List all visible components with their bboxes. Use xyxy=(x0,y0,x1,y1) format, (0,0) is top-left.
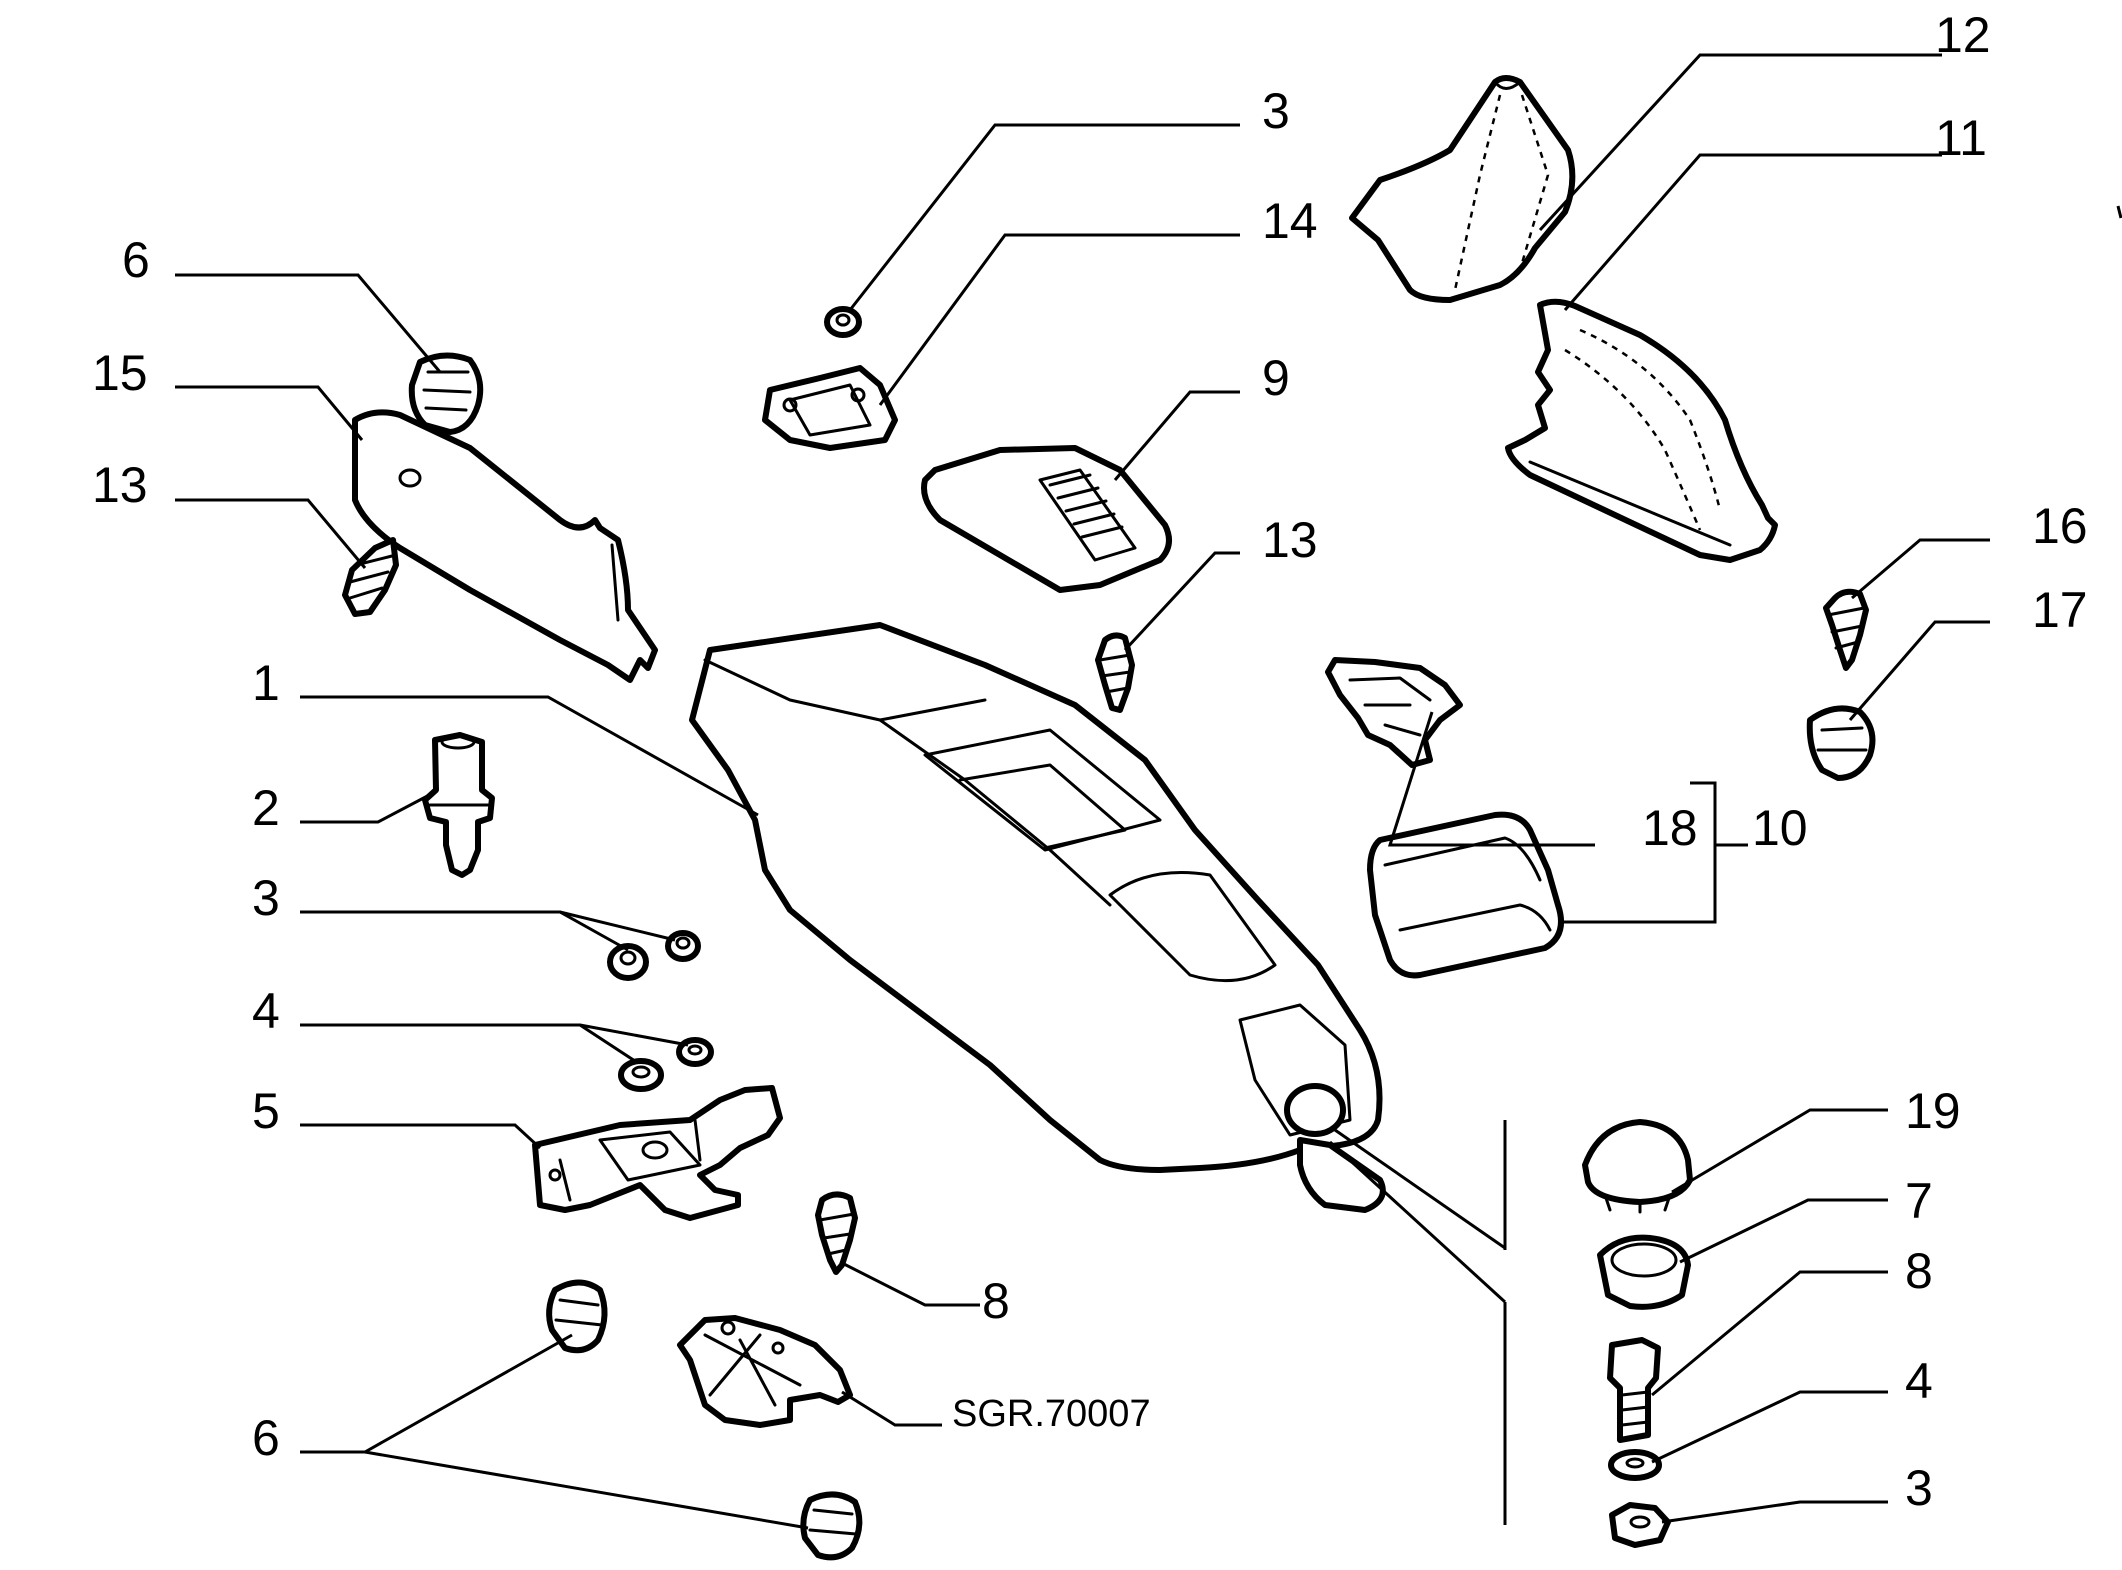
part-clip-6-lower-a xyxy=(546,1279,608,1354)
leader-13-left xyxy=(175,498,367,569)
label-5: 5 xyxy=(252,1083,280,1139)
label-16: 16 xyxy=(2032,498,2088,554)
label-10: 10 xyxy=(1752,800,1808,856)
leader-console-link-a xyxy=(1334,1128,1506,1250)
leader-19 xyxy=(1671,1108,1888,1194)
part-nut-top xyxy=(824,306,862,338)
label-13-left: 13 xyxy=(92,457,148,513)
label-8-center: 8 xyxy=(982,1273,1010,1329)
label-9: 9 xyxy=(1262,350,1290,406)
leader-9 xyxy=(1113,390,1240,481)
leader-6-bottom-b xyxy=(364,1450,809,1530)
label-18: 18 xyxy=(1642,800,1698,856)
part-bracket-5 xyxy=(532,1085,783,1221)
label-3-right: 3 xyxy=(1905,1460,1933,1516)
leader-10-bracket xyxy=(1558,781,1717,924)
leader-2 xyxy=(300,790,436,824)
leader-15 xyxy=(175,385,364,441)
label-1: 1 xyxy=(252,655,280,711)
label-7: 7 xyxy=(1905,1173,1933,1229)
part-bolt-8-right xyxy=(1607,1337,1661,1443)
leader-lines xyxy=(175,53,2122,1530)
part-cap-19 xyxy=(1582,1119,1693,1214)
part-clip-6-top xyxy=(408,352,484,435)
part-screw-13-left xyxy=(342,537,399,617)
label-15: 15 xyxy=(92,345,148,401)
label-14: 14 xyxy=(1262,193,1318,249)
leader-3-top xyxy=(848,123,1240,311)
part-screw-8-center xyxy=(815,1191,858,1275)
leader-3-left-b xyxy=(559,910,676,942)
part-bolt-2 xyxy=(422,732,495,878)
label-3-left: 3 xyxy=(252,870,280,926)
part-cushion-pad xyxy=(1367,811,1564,979)
leader-16 xyxy=(1851,538,1990,600)
part-washer-4-right xyxy=(1608,1449,1662,1481)
part-storage-lid xyxy=(921,445,1172,593)
reference-code: SGR.70007 xyxy=(952,1393,1151,1435)
leader-14 xyxy=(878,233,1240,406)
leader-5 xyxy=(300,1123,542,1150)
label-4-right: 4 xyxy=(1905,1353,1933,1409)
label-3-top: 3 xyxy=(1262,83,1290,139)
leader-12 xyxy=(1538,53,1942,232)
label-13-center: 13 xyxy=(1262,512,1318,568)
leader-8-center xyxy=(839,1260,980,1307)
part-screw-16 xyxy=(1823,588,1869,671)
leader-4-left xyxy=(300,1023,639,1065)
leader-18 xyxy=(1387,711,1595,847)
part-side-trim xyxy=(352,409,658,683)
leader-4-left-b xyxy=(579,1023,689,1047)
leader-sgr xyxy=(841,1390,942,1427)
label-2: 2 xyxy=(252,780,280,836)
part-grommet-7 xyxy=(1597,1234,1691,1310)
part-washers-4-left xyxy=(618,1037,714,1092)
leader-11 xyxy=(1563,153,1942,311)
label-19: 19 xyxy=(1905,1083,1961,1139)
part-bracket-14 xyxy=(762,365,898,451)
leader-8-right xyxy=(1651,1270,1888,1397)
leader-7 xyxy=(1679,1198,1888,1264)
label-12: 12 xyxy=(1935,7,1991,63)
part-release-clip xyxy=(1325,657,1463,768)
part-central-console xyxy=(689,622,1386,1213)
part-screw-13-center xyxy=(1095,632,1135,713)
leader-3-right xyxy=(1661,1500,1888,1524)
part-nut-3-right xyxy=(1609,1502,1671,1548)
leader-console-link-b xyxy=(1328,1140,1507,1304)
leader-6-top xyxy=(175,273,442,373)
leader-1 xyxy=(300,695,759,817)
label-11: 11 xyxy=(1935,110,1987,166)
label-6-top: 6 xyxy=(122,232,150,288)
part-nuts-3-left xyxy=(607,930,701,981)
part-bracket-sgr xyxy=(677,1315,853,1428)
label-17: 17 xyxy=(2032,582,2088,638)
edge-tick xyxy=(2116,205,2122,219)
part-clip-6-lower-b xyxy=(800,1491,863,1561)
callout-labels: 12 11 3 14 6 15 13 9 13 16 17 1 2 18 10 … xyxy=(92,7,2088,1516)
label-4-left: 4 xyxy=(252,983,280,1039)
label-8-right: 8 xyxy=(1905,1243,1933,1299)
leader-17 xyxy=(1848,620,1990,721)
leader-6-bottom xyxy=(300,1333,573,1454)
leader-4-right xyxy=(1651,1390,1888,1464)
leader-13-center xyxy=(1123,551,1240,652)
part-clip-17 xyxy=(1806,705,1876,781)
part-gear-surround xyxy=(1505,298,1778,563)
part-gear-boot xyxy=(1349,75,1576,303)
label-6-bottom: 6 xyxy=(252,1410,280,1466)
